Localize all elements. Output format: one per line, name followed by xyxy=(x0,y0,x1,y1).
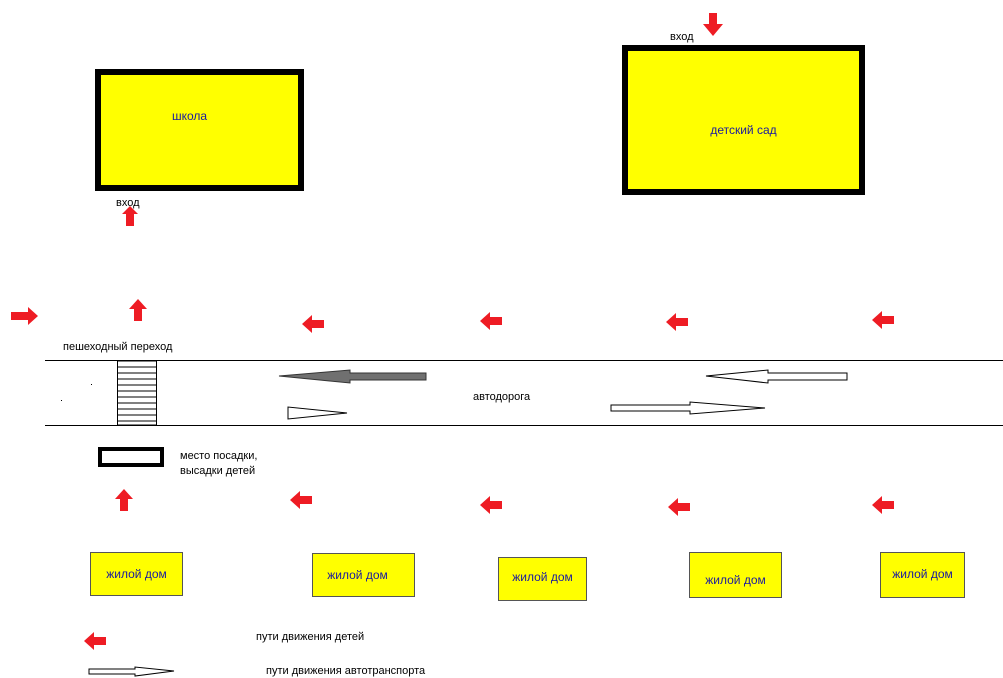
red-arrow-icon xyxy=(129,299,147,321)
road-label: автодорога xyxy=(473,391,531,403)
crosswalk-stripes xyxy=(117,360,157,426)
school-label: школа xyxy=(171,109,208,123)
bus-stop-marker xyxy=(98,447,164,467)
red-arrow-icon xyxy=(872,496,894,514)
house-5: жилой дом xyxy=(880,552,965,598)
vehicle-arrow-icon xyxy=(278,369,427,384)
school-building: школа xyxy=(95,69,304,191)
house-label: жилой дом xyxy=(327,568,388,582)
red-arrow-icon xyxy=(666,313,688,331)
vehicle-arrow-icon xyxy=(610,401,766,415)
road-dot xyxy=(91,384,92,385)
legend-children-paths-label: пути движения детей xyxy=(256,631,365,643)
house-4: жилой дом xyxy=(689,552,782,598)
school-entrance-arrow-icon xyxy=(122,206,138,226)
red-arrow-icon xyxy=(480,496,502,514)
house-3: жилой дом xyxy=(498,557,587,601)
bus-stop-label-line2: высадки детей xyxy=(180,465,256,477)
kindergarten-building: детский сад xyxy=(622,45,865,195)
red-arrow-icon xyxy=(115,489,133,511)
house-label: жилой дом xyxy=(892,567,953,581)
legend-red-arrow-icon xyxy=(84,632,106,650)
red-arrow-icon xyxy=(872,311,894,329)
kindergarten-entrance-arrow-icon xyxy=(703,13,723,36)
vehicle-arrow-icon xyxy=(287,406,348,420)
kindergarten-label: детский сад xyxy=(710,123,777,137)
house-2: жилой дом xyxy=(312,553,415,597)
legend-vehicle-arrow-icon xyxy=(88,666,175,677)
red-arrow-icon xyxy=(302,315,324,333)
vehicle-arrow-icon xyxy=(705,369,848,384)
legend-vehicle-paths-label: пути движения автотранспорта xyxy=(266,665,426,677)
red-arrow-icon xyxy=(11,307,38,325)
red-arrow-icon xyxy=(480,312,502,330)
red-arrow-icon xyxy=(668,498,690,516)
red-arrow-icon xyxy=(290,491,312,509)
house-label: жилой дом xyxy=(106,567,167,581)
bus-stop-label-line1: место посадки, xyxy=(180,450,258,462)
road-dot xyxy=(61,400,62,401)
house-1: жилой дом xyxy=(90,552,183,596)
house-label: жилой дом xyxy=(705,573,766,587)
school-entrance-label: вход xyxy=(116,197,140,209)
house-label: жилой дом xyxy=(512,570,573,584)
kindergarten-entrance-label: вход xyxy=(670,31,694,43)
crosswalk-label: пешеходный переход xyxy=(63,341,173,353)
